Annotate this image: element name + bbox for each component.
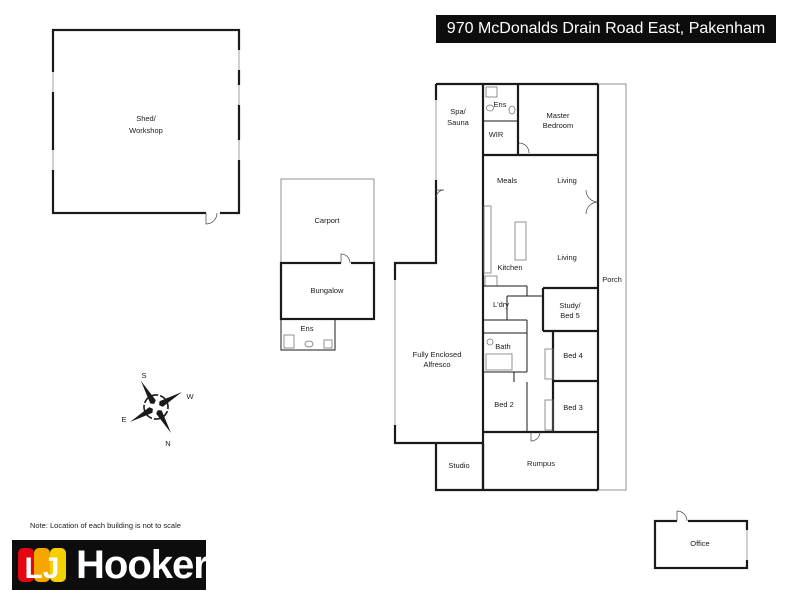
room-label-bed3: Bed 3: [563, 403, 583, 412]
room-label-bungalow: Bungalow: [311, 286, 345, 295]
compass-s: S: [141, 371, 146, 380]
room-label-office: Office: [690, 539, 709, 548]
room-label-meals: Meals: [497, 176, 517, 185]
compass-w: W: [186, 392, 194, 401]
logo-text: Hooker: [76, 543, 209, 587]
room-label-shed-1: Shed/: [136, 114, 157, 123]
room-label-rumpus: Rumpus: [527, 459, 555, 468]
room-label-bath: Bath: [495, 342, 510, 351]
lj-logo-mark-icon: LJ: [18, 548, 66, 585]
scale-note: Note: Location of each building is not t…: [30, 521, 181, 530]
room-label-laundry: L'dry: [493, 300, 509, 309]
room-label-spa-2: Sauna: [447, 118, 470, 127]
room-label-wir: WIR: [489, 130, 504, 139]
room-label-bed2: Bed 2: [494, 400, 514, 409]
compass-icon: [130, 381, 182, 433]
address-title: 970 McDonalds Drain Road East, Pakenham: [436, 15, 776, 43]
logo-mark-text: LJ: [24, 552, 59, 585]
room-label-alfresco-1: Fully Enclosed: [413, 350, 462, 359]
room-label-studio: Studio: [448, 461, 469, 470]
room-label-bungalow-ens: Ens: [301, 324, 314, 333]
compass-n: N: [165, 439, 170, 448]
shed-building: [51, 28, 241, 225]
compass-e: E: [121, 415, 126, 424]
room-label-master-1: Master: [547, 111, 570, 120]
room-label-study-1: Study/: [559, 301, 581, 310]
room-label-shed-2: Workshop: [129, 126, 163, 135]
room-label-study-2: Bed 5: [560, 311, 580, 320]
room-label-kitchen: Kitchen: [497, 263, 522, 272]
room-label-spa-1: Spa/: [450, 107, 466, 116]
bungalow-building: [279, 178, 376, 351]
room-label-master-2: Bedroom: [543, 121, 573, 130]
main-house: [393, 82, 627, 492]
room-label-living-top: Living: [557, 176, 577, 185]
room-label-porch: Porch: [602, 275, 622, 284]
office-building: [653, 510, 749, 570]
room-label-living: Living: [557, 253, 577, 262]
room-label-bed4: Bed 4: [563, 351, 583, 360]
room-label-ens: Ens: [494, 100, 507, 109]
lj-hooker-logo: LJ Hooker: [12, 540, 209, 590]
room-label-alfresco-2: Alfresco: [423, 360, 450, 369]
room-label-carport: Carport: [314, 216, 340, 225]
